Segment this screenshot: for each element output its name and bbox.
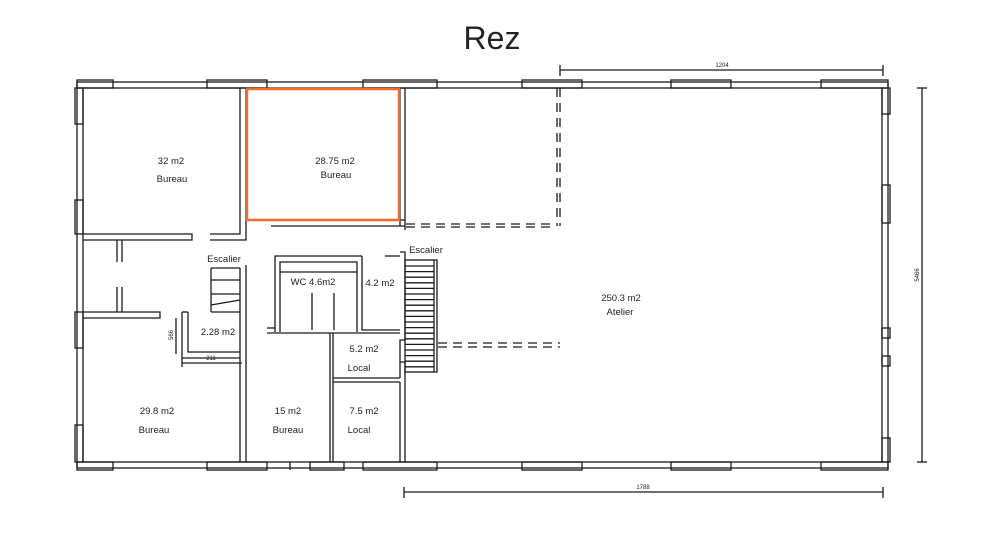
dimension-right: 5466 [915,268,921,282]
dimension-bottom: 1788 [636,485,650,491]
svg-text:7.5 m2: 7.5 m2 [349,406,378,417]
svg-text:28.75 m2: 28.75 m2 [315,156,355,167]
room-local-7[interactable]: 7.5 m2 Local [348,406,379,436]
svg-text:250.3 m2: 250.3 m2 [601,293,641,304]
room-bureau-15[interactable]: 15 m2 Bureau [273,406,304,436]
svg-text:Local: Local [348,363,371,374]
dashed-partitions [406,88,561,348]
room-4[interactable]: 4.2 m2 [365,278,394,289]
stair-left-label: Escalier [207,254,241,265]
svg-text:15 m2: 15 m2 [275,406,301,417]
dimension-small-h: 211 [206,356,216,362]
svg-text:Atelier: Atelier [607,307,634,318]
dimension-small-v: 566 [169,329,175,340]
svg-text:Bureau: Bureau [139,425,170,436]
outer-walls [74,79,891,471]
room-bureau-28[interactable]: 28.75 m2 Bureau [315,156,355,181]
room-atelier[interactable]: 250.3 m2 Atelier [601,293,641,318]
stair-right-label: Escalier [409,245,443,256]
room-2[interactable]: 2.28 m2 [201,327,235,338]
svg-text:Bureau: Bureau [273,425,304,436]
room-bureau-32[interactable]: 32 m2 Bureau [157,156,188,185]
stair-right [404,259,438,373]
svg-text:Bureau: Bureau [321,170,352,181]
room-bureau-29[interactable]: 29.8 m2 Bureau [139,406,174,436]
svg-text:Bureau: Bureau [157,174,188,185]
svg-text:Local: Local [348,425,371,436]
highlighted-room-outline[interactable] [245,87,401,222]
plan-title: Rez [463,20,521,56]
room-wc[interactable]: WC 4.6m2 [291,277,336,288]
svg-text:32 m2: 32 m2 [158,156,184,167]
room-local-5[interactable]: 5.2 m2 Local [348,344,379,374]
dimension-lines [175,65,927,498]
svg-text:5.2 m2: 5.2 m2 [349,344,378,355]
svg-text:29.8 m2: 29.8 m2 [140,406,174,417]
dimension-top: 1204 [715,63,729,69]
